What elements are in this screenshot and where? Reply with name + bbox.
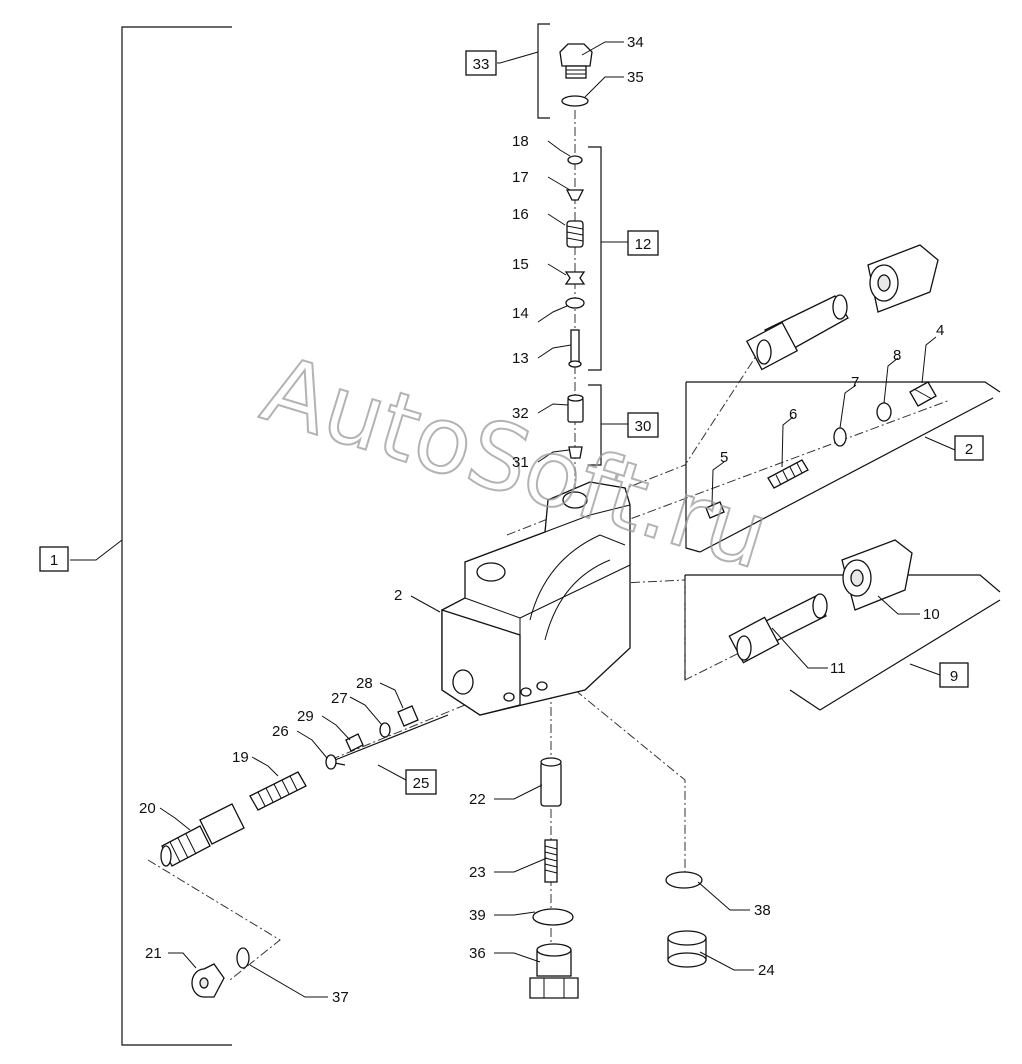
svg-text:30: 30	[635, 418, 652, 435]
assembly-box-1: 1	[39, 546, 69, 572]
part-24-plug	[667, 930, 707, 968]
part-16-spring	[566, 220, 584, 248]
assembly-box-30: 30	[627, 412, 659, 438]
part-8-o-ring	[876, 402, 892, 422]
callout-26: 26	[272, 723, 289, 740]
svg-text:25: 25	[413, 775, 430, 792]
callout-34: 34	[627, 34, 644, 51]
part-20-spool	[160, 803, 245, 867]
callout-7: 7	[851, 374, 859, 391]
callout-leaders	[159, 41, 937, 998]
callout-15: 15	[512, 256, 529, 273]
callout-29: 29	[297, 708, 314, 725]
part-4-plug	[909, 381, 937, 407]
part-11-spool-lower	[728, 593, 828, 664]
part-29-sleeve	[345, 733, 364, 752]
svg-text:9: 9	[950, 668, 958, 685]
part-18-seat	[567, 155, 583, 165]
svg-text:2: 2	[965, 441, 973, 458]
part-6-spring	[767, 459, 809, 489]
part-17-poppet	[565, 189, 585, 201]
part-5-pin	[705, 501, 725, 519]
callout-38: 38	[754, 902, 771, 919]
part-32-sleeve	[567, 394, 584, 423]
callout-31: 31	[512, 454, 529, 471]
callout-35: 35	[627, 69, 644, 86]
callout-16: 16	[512, 206, 529, 223]
part-38-o-ring	[665, 871, 703, 889]
assembly-box-2: 2	[954, 435, 984, 461]
part-10-cap-lower	[841, 539, 913, 611]
callout-8: 8	[893, 347, 901, 364]
part-28-plug	[397, 705, 419, 727]
callout-5: 5	[720, 449, 728, 466]
callout-27: 27	[331, 690, 348, 707]
callout-13: 13	[512, 350, 529, 367]
part-27-o-ring	[379, 722, 391, 738]
part-15-retainer	[564, 271, 586, 285]
part-39-o-ring	[532, 908, 574, 926]
part-13-pin	[568, 329, 582, 368]
assembly-bracket-1	[70, 26, 232, 1046]
callout-17: 17	[512, 169, 529, 186]
callout-21: 21	[145, 945, 162, 962]
callout-11: 11	[830, 660, 846, 677]
svg-text:33: 33	[473, 56, 490, 73]
assembly-bracket-30	[588, 384, 628, 466]
callout-22: 22	[469, 791, 486, 808]
part-spool-upper	[745, 294, 849, 371]
assembly-bracket-12	[588, 146, 628, 371]
part-23-spring	[544, 839, 558, 883]
part-31-poppet	[568, 446, 583, 459]
assembly-box-33: 33	[465, 50, 497, 76]
part-2-valve-body	[441, 481, 631, 716]
callout-19: 19	[232, 749, 249, 766]
callout-18: 18	[512, 133, 529, 150]
callout-6: 6	[789, 406, 797, 423]
callout-37: 37	[332, 989, 349, 1006]
part-19-spring	[249, 771, 307, 811]
assembly-box-9: 9	[939, 662, 969, 688]
callout-14: 14	[512, 305, 529, 322]
assembly-bracket-2	[685, 381, 1001, 553]
part-34-plug	[559, 43, 593, 79]
part-21-plug	[191, 963, 225, 998]
callout-2: 2	[394, 587, 402, 604]
callout-23: 23	[469, 864, 486, 881]
callout-39: 39	[469, 907, 486, 924]
part-22-sleeve	[540, 757, 562, 807]
callout-24: 24	[758, 962, 775, 979]
assembly-box-12: 12	[627, 230, 659, 256]
svg-text:1: 1	[50, 552, 58, 569]
callout-labels: 34 35 18 17 16 15 14 13 32 31 4 8 7 6 5 …	[139, 34, 944, 1006]
callout-20: 20	[139, 800, 156, 817]
part-14-washer	[565, 297, 585, 309]
callout-28: 28	[356, 675, 373, 692]
callout-10: 10	[923, 606, 940, 623]
callout-32: 32	[512, 405, 529, 422]
part-36-plug	[529, 943, 579, 999]
assembly-bracket-33	[497, 23, 550, 119]
part-35-o-ring	[561, 95, 589, 107]
part-cap-upper	[867, 244, 939, 313]
assembly-box-25: 25	[405, 769, 437, 795]
svg-text:12: 12	[635, 236, 652, 253]
assembly-boxes: 1 33 12 30 2 9 25	[39, 50, 984, 795]
part-37-o-ring	[236, 947, 250, 969]
part-26-ring	[325, 754, 337, 770]
callout-36: 36	[469, 945, 486, 962]
part-7-o-ring	[833, 427, 847, 447]
callout-4: 4	[936, 322, 944, 339]
